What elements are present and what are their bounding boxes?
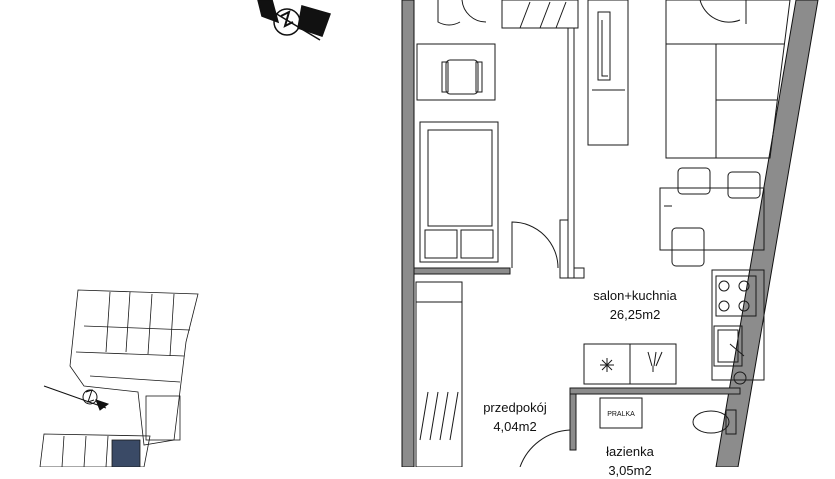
bedroom-furniture bbox=[416, 0, 559, 269]
washer-label: PRALKA bbox=[607, 411, 635, 418]
room-name: salon+kuchnia bbox=[593, 288, 677, 303]
living-furniture bbox=[659, 0, 791, 267]
room-name: przedpokój bbox=[483, 400, 547, 415]
room-label-salon: salon+kuchnia 26,25m2 bbox=[560, 288, 710, 323]
room-name: łazienka bbox=[606, 444, 654, 459]
bathroom-walls bbox=[569, 387, 741, 451]
appliance-block bbox=[583, 343, 677, 385]
room-area: 26,25m2 bbox=[609, 307, 661, 322]
snowflake-icon bbox=[600, 358, 614, 372]
compass-small-icon bbox=[43, 385, 110, 411]
bathroom-fixtures bbox=[519, 397, 737, 467]
highlighted-unit bbox=[111, 439, 141, 467]
wardrobe-column bbox=[587, 0, 629, 146]
shower-icon bbox=[647, 351, 663, 372]
key-plan bbox=[39, 289, 199, 467]
room-area: 4,04m2 bbox=[493, 419, 537, 434]
compass-icon bbox=[257, 0, 331, 41]
room-area: 3,05m2 bbox=[608, 463, 652, 478]
hallway-wardrobe bbox=[415, 281, 463, 467]
floor-plan: PRALKA bbox=[39, 0, 819, 467]
room-label-bath: łazienka 3,05m2 bbox=[575, 444, 685, 479]
interior-walls bbox=[413, 0, 585, 279]
kitchen-counter bbox=[711, 269, 765, 385]
room-label-hall: przedpokój 4,04m2 bbox=[460, 400, 570, 435]
